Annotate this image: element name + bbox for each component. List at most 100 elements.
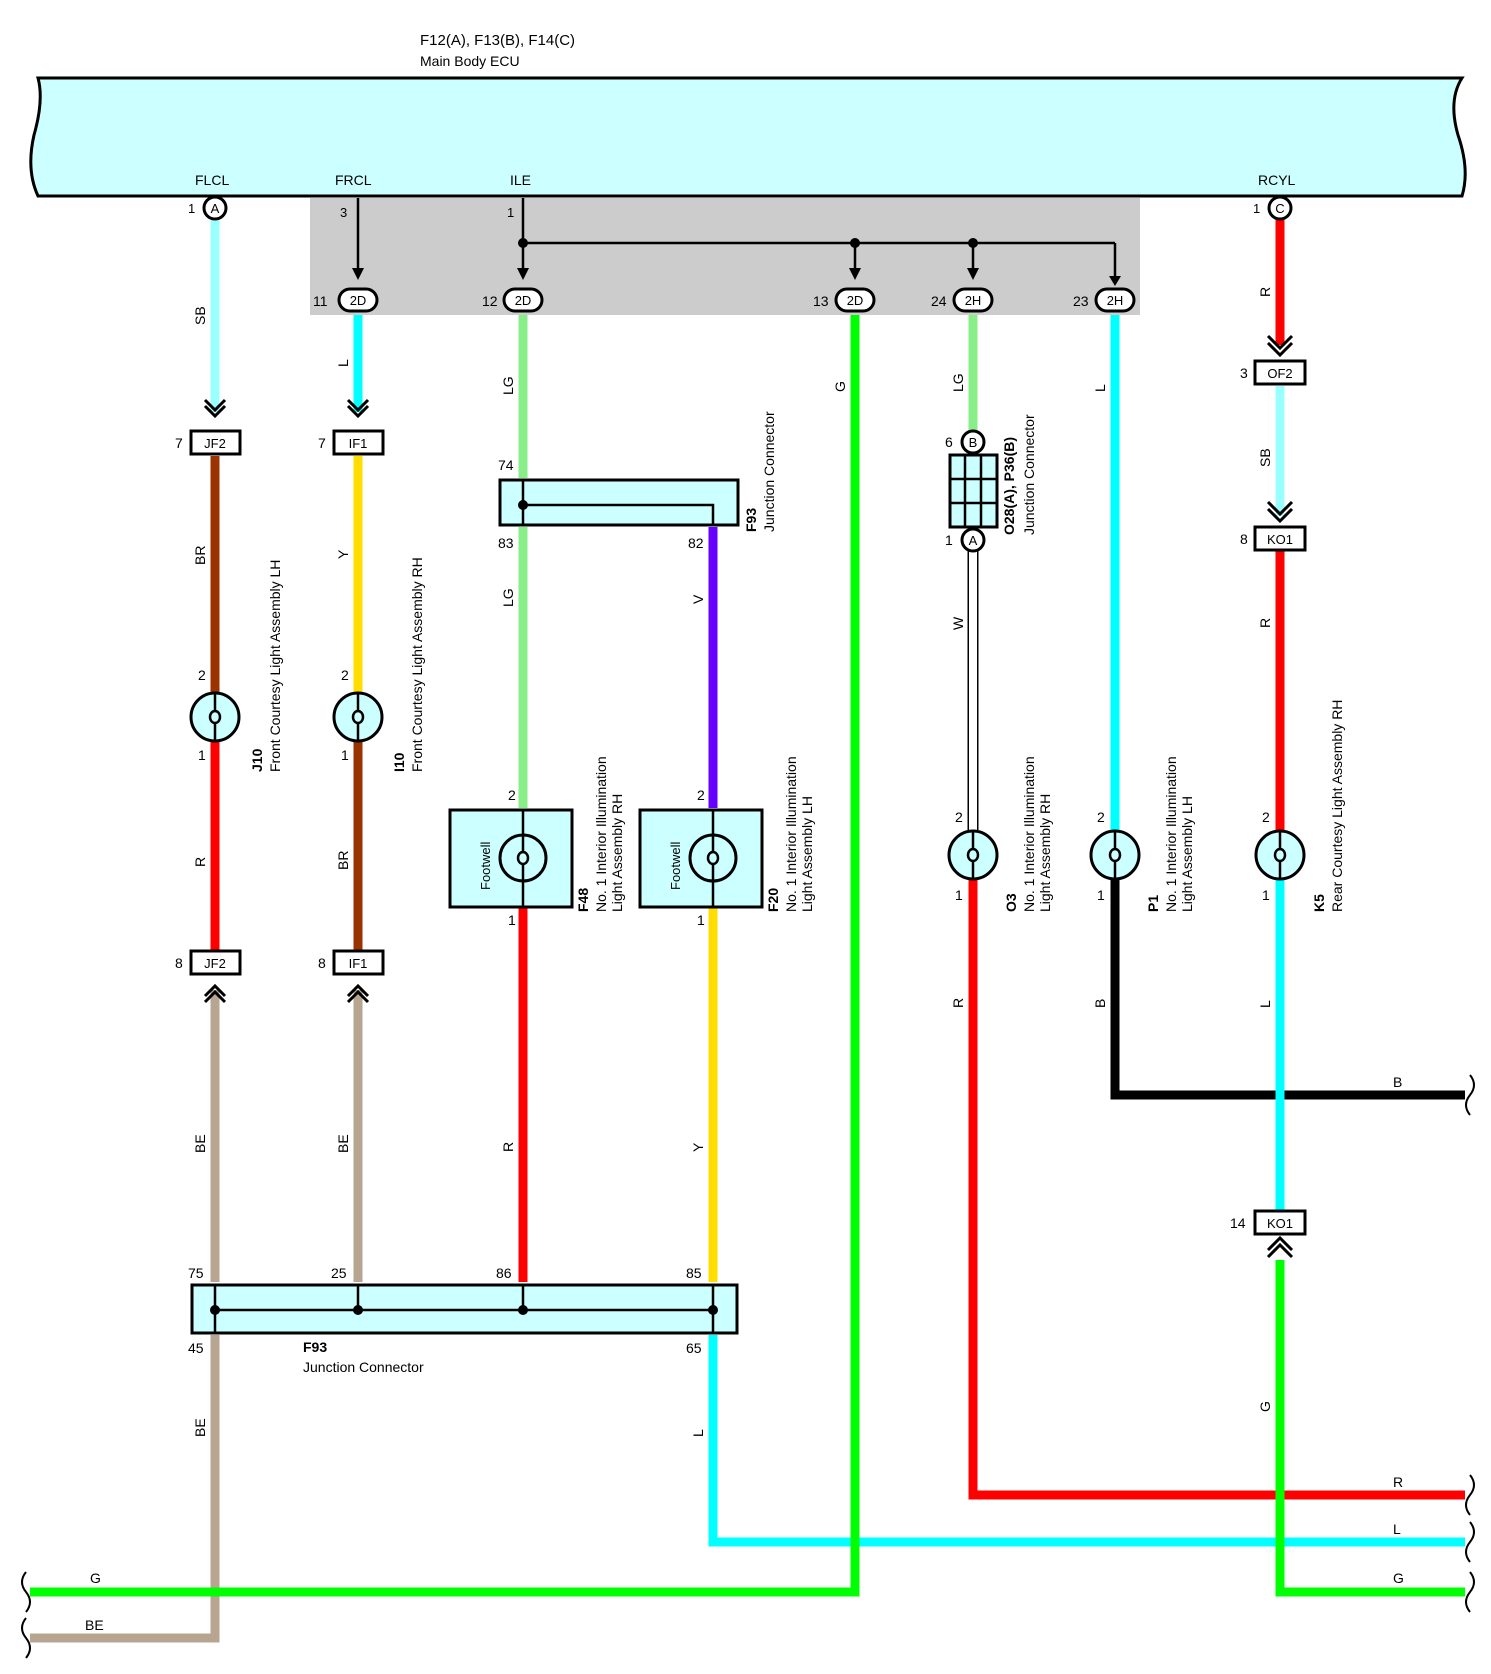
ecu-title: F12(A), F13(B), F14(C): [420, 32, 575, 49]
connector-2h-24-label: 2H: [965, 293, 982, 308]
pin-p1-1: 1: [1097, 887, 1105, 903]
wire-color-labels: SB BR R BE BE L Y BR BE LG LG R V Y L G …: [192, 287, 1273, 1437]
pin-11: 11: [313, 293, 328, 309]
connector-a-circle: [202, 195, 228, 221]
pin-jc-25: 25: [331, 1265, 347, 1281]
terminal-ile: ILE: [510, 172, 531, 188]
label-g-right: G: [1257, 1401, 1273, 1412]
f20-footwell-label: Footwell: [668, 841, 683, 890]
f93-upper-id: F93: [743, 508, 759, 532]
connector-c-label: C: [1275, 201, 1284, 216]
wire-break-marks: [21, 1074, 1475, 1659]
pin-frcl: 3: [340, 205, 347, 220]
o28-b-label: B: [969, 435, 978, 450]
f48-footwell-label: Footwell: [478, 841, 493, 890]
pin-k5-2: 2: [1262, 809, 1270, 825]
connector-2d-13-label: 2D: [847, 293, 864, 308]
connector-2d-13: [834, 287, 876, 313]
f48-name-line1: No. 1 Interior Illumination: [593, 756, 609, 912]
ecu-output-connectors: 11 2D 12 2D 13 2D 24 2H 23 2H: [313, 287, 1136, 313]
label-y-f20: Y: [690, 1142, 706, 1152]
connector-of2-label: OF2: [1267, 366, 1292, 381]
pin-jc-85: 85: [686, 1265, 702, 1281]
ecu-internal-wiring: [356, 198, 1117, 282]
j10-name: Front Courtesy Light Assembly LH: [267, 560, 283, 772]
pin-o3-2: 2: [955, 809, 963, 825]
wire-g-right: [1275, 1260, 1465, 1597]
pin-13: 13: [813, 293, 829, 309]
label-y-i10: Y: [335, 549, 351, 559]
pin-j10-1: 1: [198, 747, 206, 763]
pin-k5-1: 1: [1262, 887, 1270, 903]
f93-lower-name: Junction Connector: [303, 1359, 424, 1375]
f48-id: F48: [575, 888, 591, 912]
o3-id: O3: [1003, 893, 1019, 912]
label-r-o3: R: [950, 998, 966, 1008]
wire-be-bottom: [30, 1335, 220, 1643]
o28-id: O28(A), P36(B): [1001, 437, 1017, 535]
pin-f20-2: 2: [697, 787, 705, 803]
connector-ko1-top: [1253, 525, 1307, 552]
pin-rcyl: 1: [1253, 201, 1260, 216]
label-sb-k5: SB: [1257, 448, 1273, 467]
o28-a-label: A: [969, 533, 978, 548]
pin-j10-2: 2: [198, 667, 206, 683]
label-b-right: B: [1393, 1074, 1402, 1090]
label-v-f20: V: [690, 594, 706, 604]
label-b-p1: B: [1092, 999, 1108, 1008]
label-sb-flcl: SB: [192, 306, 208, 325]
pin-o28-1: 1: [945, 532, 953, 548]
wire-g-main: [30, 315, 860, 1597]
connector-of2: [1253, 359, 1307, 386]
label-br-j10: BR: [192, 546, 208, 565]
label-lg-o28: LG: [950, 373, 966, 392]
pin-f48-1: 1: [508, 912, 516, 928]
wire-r-bottom: [968, 880, 1465, 1500]
j10-id: J10: [249, 748, 265, 772]
label-lg-ile: LG: [500, 376, 516, 395]
label-l-right: L: [1393, 1521, 1401, 1537]
connector-if1-top: [332, 429, 385, 456]
f20-name-line1: No. 1 Interior Illumination: [783, 756, 799, 912]
label-g-main: G: [832, 381, 848, 392]
lamp-f20: Footwell: [638, 808, 764, 909]
wire-l-bottom: [708, 1335, 1465, 1547]
pin-f20-1: 1: [697, 912, 705, 928]
connector-if1-bottom-label: IF1: [349, 956, 368, 971]
wire-b-ground: [1110, 880, 1465, 1100]
connector-jf2-bottom: [189, 949, 242, 976]
p1-name-line1: No. 1 Interior Illumination: [1163, 756, 1179, 912]
pin-jc-65: 65: [686, 1340, 702, 1356]
terminal-frcl: FRCL: [335, 172, 372, 188]
chevrons: [203, 334, 1294, 1259]
wires: [30, 218, 1465, 1643]
label-br-i10: BR: [335, 851, 351, 870]
o3-name-line1: No. 1 Interior Illumination: [1021, 756, 1037, 912]
o3-name-line2: Light Assembly RH: [1037, 794, 1053, 912]
ecu-name: Main Body ECU: [420, 53, 520, 69]
connector-if1-top-label: IF1: [349, 436, 368, 451]
junction-connector-o28: B A: [948, 429, 999, 553]
label-r-k5: R: [1257, 618, 1273, 628]
bulb-o3: [947, 829, 999, 881]
connector-2h-23-label: 2H: [1107, 293, 1124, 308]
pin-flcl: 1: [188, 201, 195, 216]
pin-ile: 1: [507, 205, 514, 220]
connector-2h-23: [1094, 287, 1136, 313]
connector-if1-bottom: [332, 949, 385, 976]
bulbs: [189, 691, 1306, 881]
connector-ko1-bottom: [1253, 1209, 1307, 1236]
terminal-flcl: FLCL: [195, 172, 229, 188]
pin-o28-6: 6: [945, 434, 953, 450]
label-l-frcl: L: [335, 359, 351, 367]
bulb-i10: [332, 691, 384, 743]
connector-jf2-bottom-label: JF2: [204, 956, 226, 971]
label-r-f48: R: [500, 1142, 516, 1152]
label-g-bottom-left: G: [90, 1570, 101, 1586]
junction-connector-f93-upper: [498, 478, 740, 527]
i10-id: I10: [391, 752, 407, 772]
label-w-o3: W: [950, 616, 966, 630]
pin-jc-75: 75: [188, 1265, 204, 1281]
